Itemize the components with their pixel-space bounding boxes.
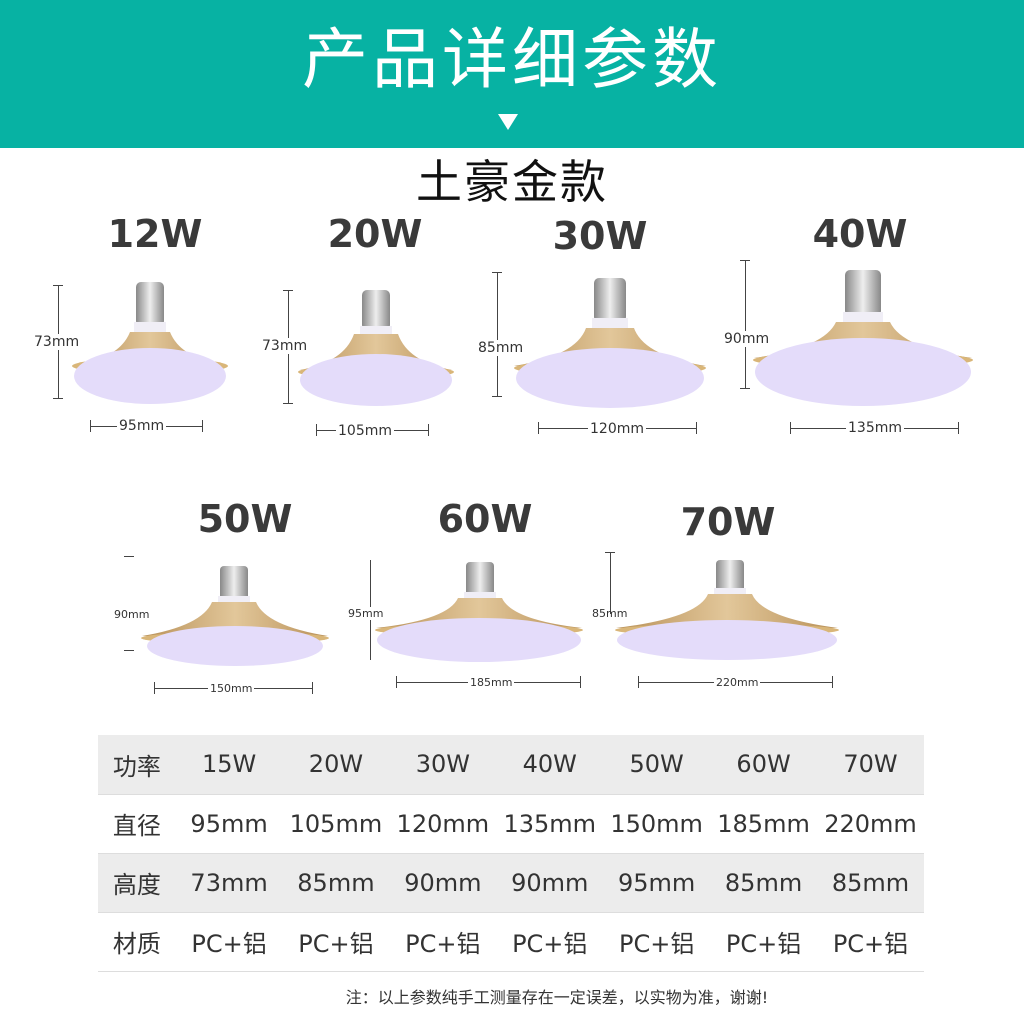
table-cell: 70W: [817, 735, 924, 795]
table-cell: 150mm: [603, 794, 711, 854]
product-height-label: 85mm: [592, 607, 628, 620]
page-title: 产品详细参数: [302, 21, 722, 98]
table-row-power: 功率 15W 20W 30W 40W 50W 60W 70W: [98, 735, 924, 795]
product-diameter-label: 150mm: [208, 682, 255, 695]
table-cell: PC+铝: [282, 912, 390, 972]
table-cell: 50W: [603, 735, 711, 795]
spec-table: 功率 15W 20W 30W 40W 50W 60W 70W 直径 95mm 1…: [98, 735, 924, 972]
table-cell: 105mm: [282, 794, 390, 854]
lamp-bulb-image: [753, 270, 973, 406]
lamp-bulb-image: [615, 560, 839, 660]
product-watt-label: 40W: [812, 212, 908, 256]
table-row-diameter: 直径 95mm 105mm 120mm 135mm 150mm 185mm 22…: [98, 794, 924, 854]
product-height-label: 95mm: [348, 607, 384, 620]
product-diameter-label: 120mm: [588, 421, 646, 437]
table-cell: 185mm: [710, 794, 818, 854]
table-cell: 20W: [282, 735, 390, 795]
table-cell: 85mm: [710, 853, 818, 913]
lamp-bulb-image: [514, 278, 706, 408]
table-cell: 85mm: [282, 853, 390, 913]
table-cell: 73mm: [175, 853, 283, 913]
table-cell: 90mm: [389, 853, 497, 913]
table-cell: 120mm: [389, 794, 497, 854]
product-watt-label: 70W: [680, 500, 776, 544]
product-height-label: 85mm: [478, 340, 524, 356]
table-cell: 220mm: [817, 794, 924, 854]
table-cell: PC+铝: [496, 912, 604, 972]
lamp-bulb-image: [72, 282, 228, 404]
table-cell: 95mm: [175, 794, 283, 854]
table-cell: 90mm: [496, 853, 604, 913]
table-cell: 30W: [389, 735, 497, 795]
table-row-material: 材质 PC+铝 PC+铝 PC+铝 PC+铝 PC+铝 PC+铝 PC+铝: [98, 912, 924, 972]
product-diameter-label: 135mm: [846, 420, 904, 436]
table-cell: 15W: [175, 735, 283, 795]
row-header: 直径: [98, 794, 176, 854]
product-watt-label: 20W: [327, 212, 423, 256]
disclaimer-note: 注：以上参数纯手工测量存在一定误差，以实物为准，谢谢!: [345, 988, 769, 1007]
product-watt-label: 30W: [552, 214, 648, 258]
product-subtitle: 土豪金款: [416, 155, 608, 209]
lamp-bulb-image: [298, 290, 454, 406]
product-height-label: 73mm: [34, 334, 80, 350]
table-cell: 135mm: [496, 794, 604, 854]
row-header: 功率: [98, 735, 176, 795]
table-cell: PC+铝: [817, 912, 924, 972]
table-cell: 95mm: [603, 853, 711, 913]
product-diameter-label: 185mm: [468, 676, 515, 689]
product-diameter-label: 220mm: [714, 676, 761, 689]
header-banner: 产品详细参数: [0, 0, 1024, 148]
product-height-label: 90mm: [114, 608, 150, 621]
table-cell: PC+铝: [175, 912, 283, 972]
product-height-label: 73mm: [262, 338, 308, 354]
down-arrow-icon: [498, 114, 518, 130]
product-diameter-label: 105mm: [336, 423, 394, 439]
lamp-bulb-image: [141, 566, 329, 666]
product-diameter-label: 95mm: [117, 418, 167, 434]
product-watt-label: 12W: [107, 212, 203, 256]
table-cell: 40W: [496, 735, 604, 795]
table-cell: PC+铝: [389, 912, 497, 972]
product-height-label: 90mm: [724, 331, 770, 347]
row-header: 高度: [98, 853, 176, 913]
row-header: 材质: [98, 912, 176, 972]
table-cell: 85mm: [817, 853, 924, 913]
table-cell: 60W: [710, 735, 818, 795]
table-cell: PC+铝: [710, 912, 818, 972]
table-cell: PC+铝: [603, 912, 711, 972]
product-watt-label: 60W: [437, 497, 533, 541]
lamp-bulb-image: [375, 562, 583, 662]
table-row-height: 高度 73mm 85mm 90mm 90mm 95mm 85mm 85mm: [98, 853, 924, 913]
product-watt-label: 50W: [197, 497, 293, 541]
